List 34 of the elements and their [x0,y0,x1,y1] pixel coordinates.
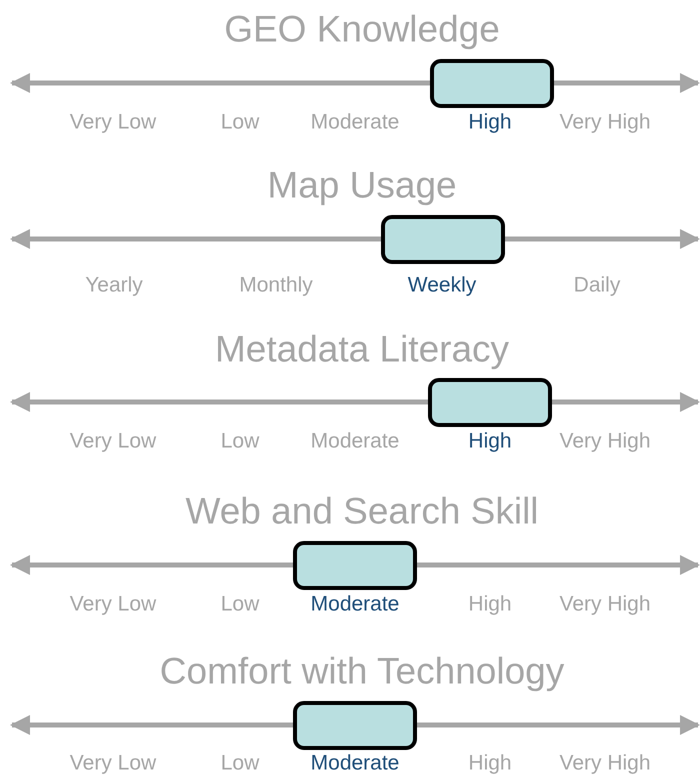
level-label: Very Low [70,592,156,616]
level-label: Very High [559,592,651,616]
level-label: Moderate [310,429,400,453]
level-label: Very High [559,751,651,775]
level-label: Low [220,592,260,616]
scale-title: Metadata Literacy [214,330,510,370]
level-label: Very High [559,110,651,134]
selected-level-label: Moderate [310,592,400,616]
selected-level-label: High [468,429,512,453]
scale-title: GEO Knowledge [224,10,500,50]
scale-marker [293,541,417,590]
scale-marker [293,701,417,750]
selected-level-label: High [468,110,512,134]
scale-marker [381,215,505,264]
level-label: Moderate [310,110,400,134]
level-label: Low [220,429,260,453]
level-label: High [468,592,512,616]
scale-title: Web and Search Skill [185,492,539,532]
level-label: Yearly [85,273,143,297]
selected-level-label: Weekly [408,273,476,297]
level-label: Low [220,751,260,775]
level-label: Low [220,110,260,134]
level-label: Very High [559,429,651,453]
scale-marker [430,59,554,108]
level-label: Very Low [70,110,156,134]
level-label: Daily [574,273,620,297]
scale-title: Map Usage [267,166,457,206]
level-label: Very Low [70,751,156,775]
scale-title: Comfort with Technology [160,652,564,692]
level-label: Very Low [70,429,156,453]
selected-level-label: Moderate [310,751,400,775]
scale-marker [428,378,552,427]
level-label: Monthly [239,273,313,297]
level-label: High [468,751,512,775]
